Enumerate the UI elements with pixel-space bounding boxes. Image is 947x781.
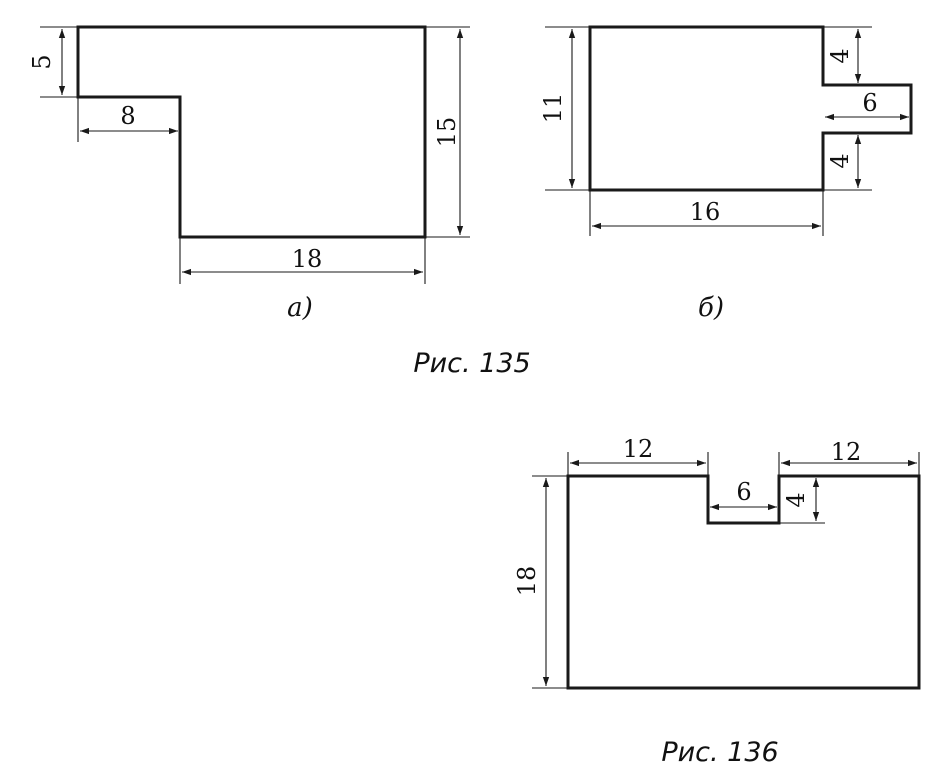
caption-fig135: Рис. 135 — [413, 348, 530, 379]
shape-136-outline — [566, 474, 921, 690]
dim-label-6: 6 — [862, 89, 877, 117]
dim-label-6: 6 — [736, 478, 751, 506]
dim-label-18: 18 — [513, 566, 541, 597]
dim-label-4-lower: 4 — [826, 153, 854, 168]
caption-fig136: Рис. 136 — [661, 737, 778, 768]
figure-136: 12 12 6 4 18 — [513, 435, 921, 690]
dim-label-12-right: 12 — [831, 438, 862, 466]
dim-label-18: 18 — [292, 245, 323, 273]
dim-label-12-left: 12 — [623, 435, 654, 463]
dim-label-4-upper: 4 — [826, 48, 854, 63]
dim-label-11: 11 — [539, 93, 567, 124]
figure-135a: 5 8 18 15 а) — [28, 25, 470, 323]
dim-label-5: 5 — [28, 54, 56, 69]
shape-135a-outline — [76, 25, 427, 239]
dim-label-4: 4 — [782, 492, 810, 507]
dim-label-8: 8 — [120, 102, 135, 130]
dim-label-15: 15 — [433, 117, 461, 148]
subfigure-label-a: а) — [287, 293, 313, 323]
shape-135b-outline — [588, 25, 913, 192]
figure-135b: 11 4 6 4 16 б) — [539, 25, 913, 323]
subfigure-label-b: б) — [698, 293, 724, 323]
dim-label-16: 16 — [690, 198, 721, 226]
